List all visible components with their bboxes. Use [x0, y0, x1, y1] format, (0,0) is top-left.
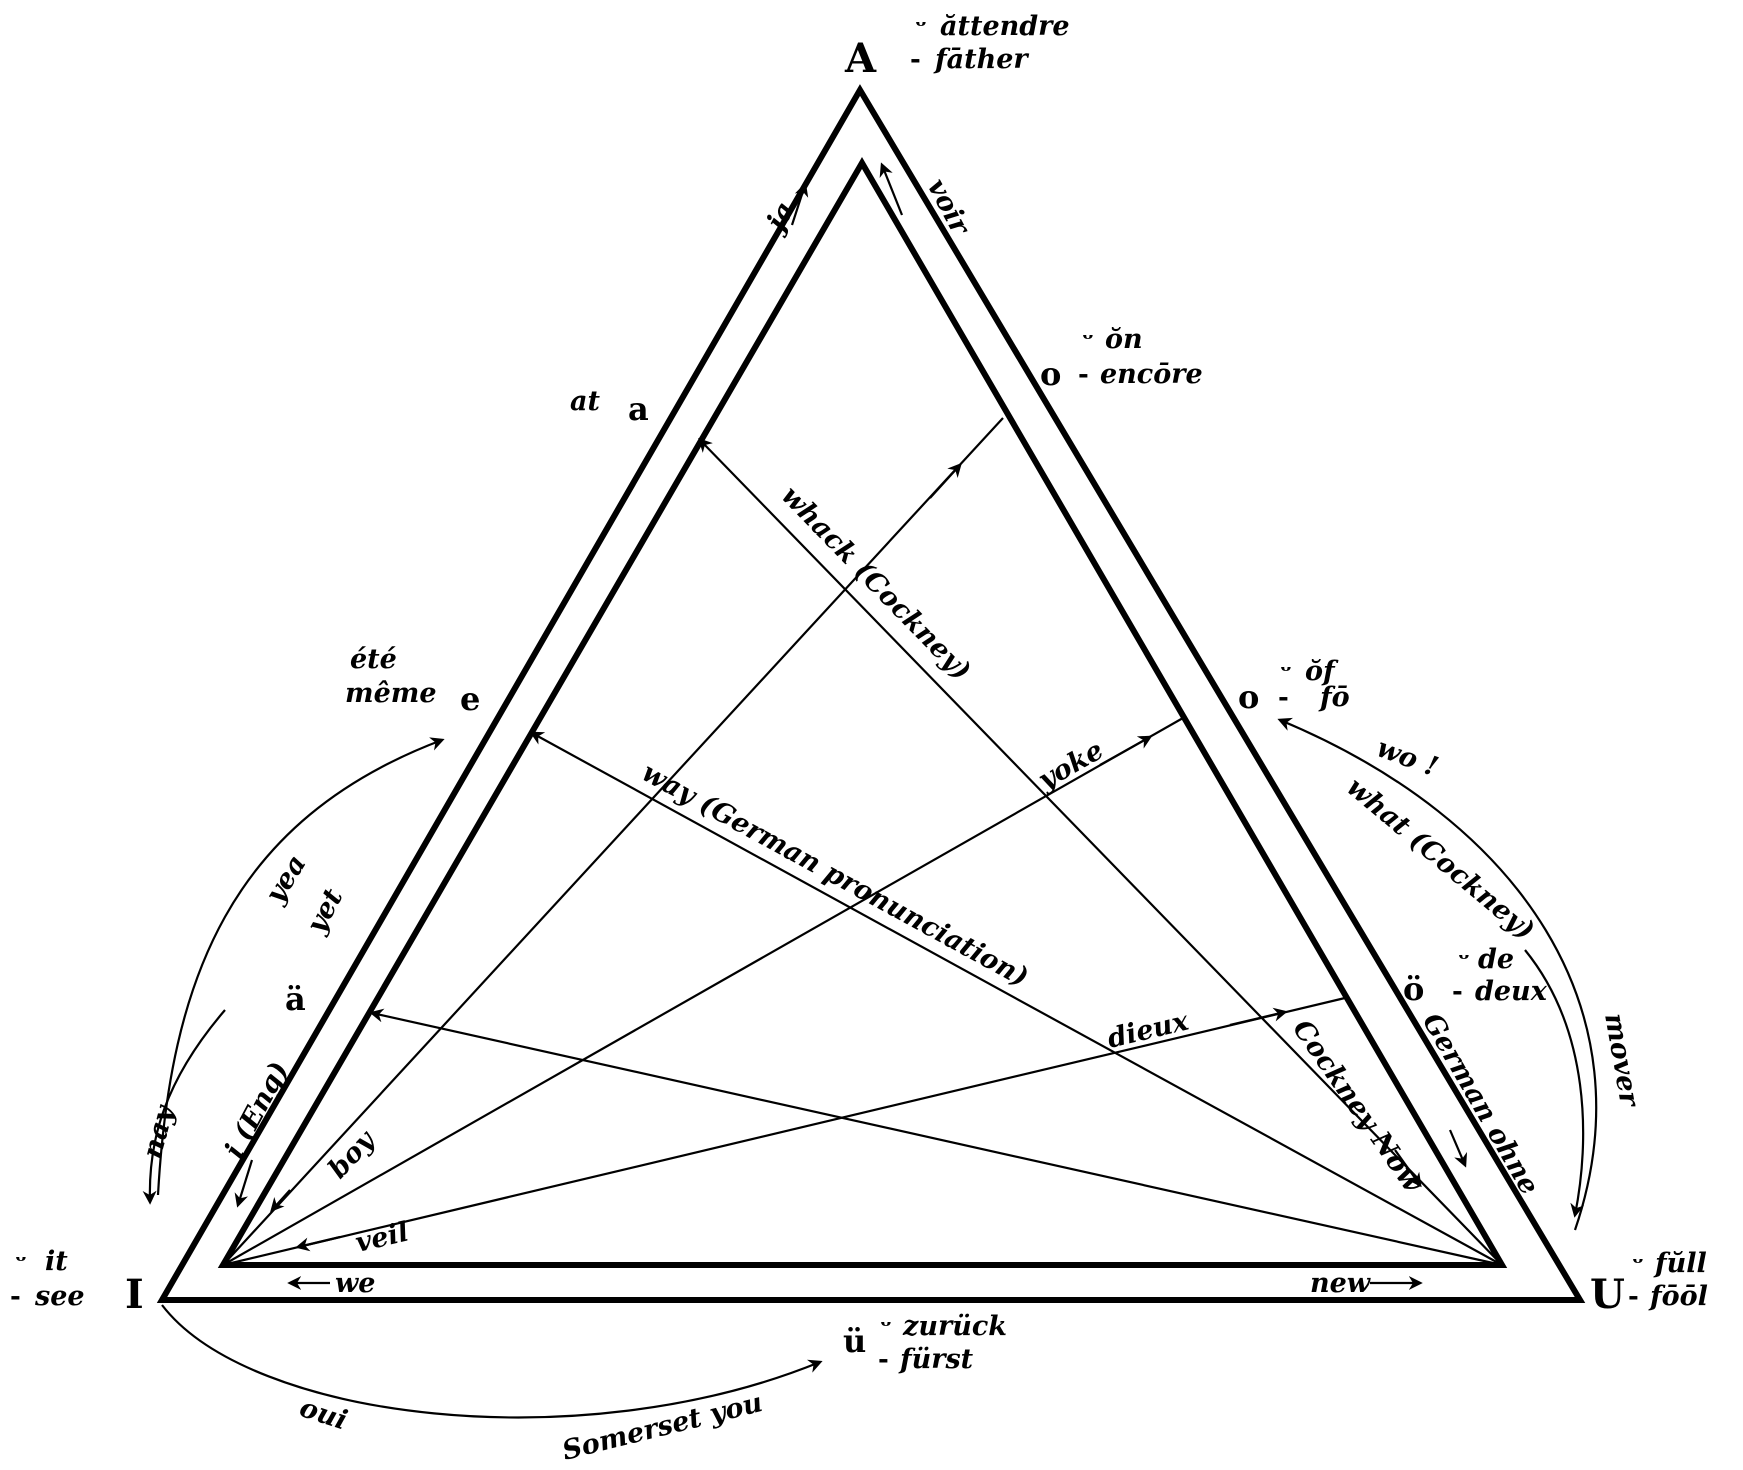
- curve-nay: [142, 1009, 226, 1205]
- example-o-uml-short: de: [1478, 944, 1514, 975]
- label-mover: mover: [1598, 1011, 1645, 1110]
- line-dieux: [222, 996, 1346, 1267]
- label-german-ohne: German ohne: [1416, 1008, 1545, 1200]
- label-way: way (German pronunciation): [637, 757, 1034, 993]
- prefix-U-long: -: [1628, 1282, 1639, 1312]
- label-yet: yet: [300, 883, 349, 939]
- prefix-o-uml-long: -: [1452, 977, 1463, 1007]
- curve-yea: [156, 737, 445, 1196]
- label-boy: boy: [322, 1123, 382, 1184]
- line-whack: [698, 437, 1503, 1266]
- label-new: new: [1310, 1268, 1372, 1299]
- vertex-U: U: [1590, 1271, 1625, 1318]
- label-we: we: [335, 1268, 375, 1299]
- label-whack: whack (Cockney): [775, 480, 977, 686]
- line-yoke: [222, 717, 1184, 1266]
- curve-oui: [161, 1304, 823, 1419]
- example-o-open-short: ŏn: [1105, 324, 1143, 355]
- prefix-o-open-short: ᵕ: [1082, 325, 1094, 355]
- example-e-line1: été: [350, 644, 397, 675]
- vertex-I: I: [125, 1271, 144, 1318]
- example-o-open-long: encōre: [1100, 359, 1203, 390]
- prefix-o-close-long: -: [1278, 683, 1289, 713]
- example-A-short: ăttendre: [940, 11, 1070, 42]
- line-boy: [222, 417, 1004, 1266]
- vertex-e: e: [460, 680, 480, 718]
- arrow-german-ohne: [1448, 1129, 1468, 1168]
- line-a-uml: [369, 1008, 1503, 1267]
- prefix-a-at: at: [570, 386, 600, 417]
- example-u-uml-short: zurück: [902, 1311, 1007, 1342]
- vertex-A: A: [844, 35, 877, 82]
- line-boy-arrow: [929, 462, 962, 499]
- label-i-eng: i (Eng): [219, 1057, 295, 1164]
- label-nay: nay: [137, 1101, 181, 1162]
- example-I-short: it: [45, 1246, 68, 1277]
- vertex-o-open: o: [1040, 355, 1061, 393]
- example-o-close-long: fō: [1318, 682, 1350, 713]
- outer-triangle: [156, 84, 1586, 1303]
- label-what: what (Cockney): [1341, 772, 1541, 947]
- example-o-close-short: ŏf: [1305, 656, 1339, 687]
- prefix-o-open-long: -: [1078, 360, 1089, 390]
- label-wo: wo !: [1373, 732, 1442, 783]
- arrow-i-eng: [234, 1159, 254, 1208]
- label-veil: veil: [353, 1217, 412, 1259]
- arrow-cockney-now: [1394, 1149, 1422, 1188]
- arrow-voir: [879, 162, 904, 216]
- vertex-a: a: [628, 390, 649, 428]
- example-u-uml-long: fürst: [898, 1344, 974, 1375]
- label-somerset: Somerset you: [559, 1387, 765, 1467]
- line-veil-arrow: [295, 1235, 341, 1252]
- line-yoke-arrow: [1099, 735, 1153, 766]
- label-dieux: dieux: [1104, 1005, 1192, 1054]
- label-yea: yea: [259, 850, 313, 910]
- example-U-short: fŭll: [1653, 1248, 1707, 1279]
- prefix-A-short: ᵕ: [915, 12, 927, 42]
- example-e-line2: même: [345, 678, 437, 709]
- arrow-boy-end: [270, 1189, 291, 1213]
- vertex-o-uml: ö: [1403, 970, 1424, 1008]
- prefix-U-short: ᵕ: [1632, 1249, 1644, 1279]
- arrow-ja: [790, 182, 809, 226]
- prefix-u-uml-long: -: [878, 1345, 889, 1375]
- line-way: [529, 731, 1503, 1266]
- prefix-I-short: ᵕ: [15, 1247, 27, 1277]
- example-A-long: fāther: [933, 44, 1029, 75]
- prefix-o-uml-short: ᵕ: [1458, 945, 1470, 975]
- prefix-I-long: -: [10, 1282, 21, 1312]
- label-yoke: yoke: [1032, 735, 1109, 797]
- vertex-a-uml: ä: [285, 980, 306, 1018]
- example-I-long: see: [34, 1281, 85, 1312]
- example-U-long: fōōl: [1648, 1281, 1708, 1312]
- vertex-u-uml: ü: [843, 1322, 866, 1360]
- curve-wo: [1277, 717, 1598, 1231]
- prefix-u-uml-short: ᵕ: [880, 1312, 892, 1342]
- line-dieux-arrow: [1229, 1007, 1288, 1027]
- prefix-o-close-short: ᵕ: [1280, 657, 1292, 687]
- example-o-uml-long: deux: [1475, 976, 1548, 1007]
- curve-mover: [1524, 949, 1585, 1218]
- prefix-A-long: -: [910, 45, 921, 75]
- inner-triangle: [217, 157, 1508, 1268]
- vertex-o-close: o: [1238, 678, 1259, 716]
